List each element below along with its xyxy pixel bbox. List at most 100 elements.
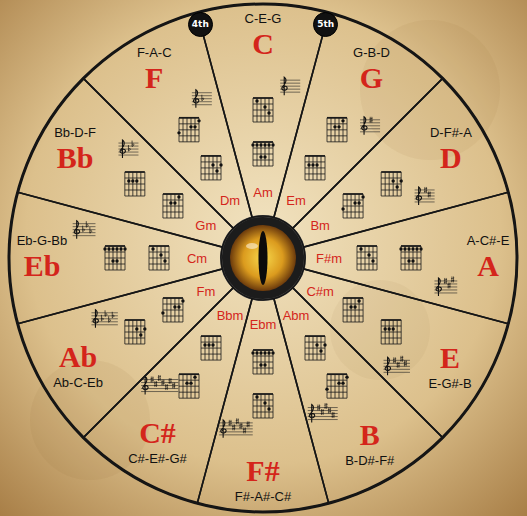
staff-line	[118, 155, 138, 156]
chord-notes: A-C#-E	[467, 233, 510, 248]
finger-dot	[211, 343, 214, 346]
sector-border	[83, 288, 252, 504]
grid-line	[381, 319, 401, 321]
grid-line	[305, 342, 325, 343]
staff-line	[118, 143, 138, 144]
major-key: E	[440, 341, 460, 375]
grid-line	[327, 386, 347, 387]
sharp-sign	[165, 384, 168, 390]
grid-line	[149, 245, 169, 247]
chord-grid	[325, 374, 348, 398]
grid-line	[343, 200, 363, 201]
minor-key: Gm	[195, 218, 216, 233]
grid-line	[105, 264, 125, 265]
grid-line	[163, 310, 183, 311]
finger-dot	[103, 247, 106, 250]
finger-dot	[259, 351, 262, 354]
finger-dot	[251, 143, 254, 146]
key-signature-staff	[384, 356, 410, 376]
grid-line	[343, 218, 363, 219]
grid-line	[125, 178, 145, 179]
sharp-sign	[404, 360, 407, 366]
finger-dot	[353, 305, 356, 308]
chord-notes: Eb-G-Bb	[17, 233, 68, 248]
finger-dot	[119, 247, 122, 250]
grid-line	[253, 160, 273, 161]
finger-dot	[271, 351, 274, 354]
sector-border	[304, 192, 517, 323]
major-key: C	[252, 27, 274, 61]
finger-dot	[159, 253, 162, 256]
finger-dot	[267, 407, 270, 410]
treble-clef	[436, 278, 441, 296]
finger-dot	[123, 247, 126, 250]
finger-dot	[267, 143, 270, 146]
chord-notes: E-G#-B	[428, 376, 471, 391]
finger-dot	[315, 163, 318, 166]
major-key: Eb	[24, 249, 61, 283]
staff-line	[73, 232, 96, 233]
minor-key: Dm	[220, 193, 240, 208]
finger-dot	[203, 343, 206, 346]
flat-sign	[101, 315, 103, 321]
minor-key: Bm	[310, 218, 330, 233]
chord-grid	[125, 320, 147, 344]
grid-line	[179, 386, 199, 387]
minor-key: Am	[253, 185, 273, 200]
chord-notes: Ab-C-Eb	[53, 375, 103, 390]
grid-line	[125, 326, 145, 327]
chord-notes: Bb-D-F	[54, 125, 96, 140]
chord-grid	[381, 320, 401, 344]
grid-line	[201, 173, 221, 174]
key-signature-staff	[73, 221, 96, 239]
finger-dot	[115, 247, 118, 250]
grid-line	[305, 173, 325, 174]
finger-dot	[173, 305, 176, 308]
grid-line	[253, 349, 273, 351]
grid-line	[105, 270, 125, 271]
sharp-sign	[247, 421, 250, 427]
sharp-sign	[393, 357, 396, 363]
grid-line	[343, 322, 363, 323]
finger-dot	[341, 381, 344, 384]
grid-line	[253, 116, 273, 117]
grid-line	[343, 206, 363, 207]
grid-line	[253, 141, 273, 143]
grid-line	[253, 368, 273, 369]
grid-line	[401, 270, 421, 271]
grid-line	[305, 354, 325, 355]
grid-line	[149, 252, 169, 253]
finger-dot	[107, 247, 110, 250]
flat-sign	[132, 141, 134, 147]
finger-dot	[367, 253, 370, 256]
major-key: B	[360, 418, 380, 452]
grid-line	[201, 348, 221, 349]
grid-line	[149, 258, 169, 259]
grid-line	[401, 264, 421, 265]
grid-line	[327, 123, 347, 124]
sharp-sign	[161, 380, 164, 386]
grid-line	[179, 129, 199, 130]
key-signature-staff	[308, 403, 338, 423]
major-key: D	[440, 141, 462, 175]
finger-dot	[341, 119, 344, 122]
finger-dot	[323, 343, 326, 346]
finger-dot	[259, 155, 262, 158]
grid-line	[179, 392, 199, 393]
grid-line	[401, 258, 421, 259]
stain	[330, 280, 430, 380]
sharp-sign	[447, 282, 450, 288]
grid-line	[163, 304, 183, 305]
finger-dot	[111, 259, 114, 262]
staff-line	[360, 131, 380, 132]
finger-dot	[177, 305, 180, 308]
finger-dot	[259, 363, 262, 366]
finger-dot	[185, 381, 188, 384]
